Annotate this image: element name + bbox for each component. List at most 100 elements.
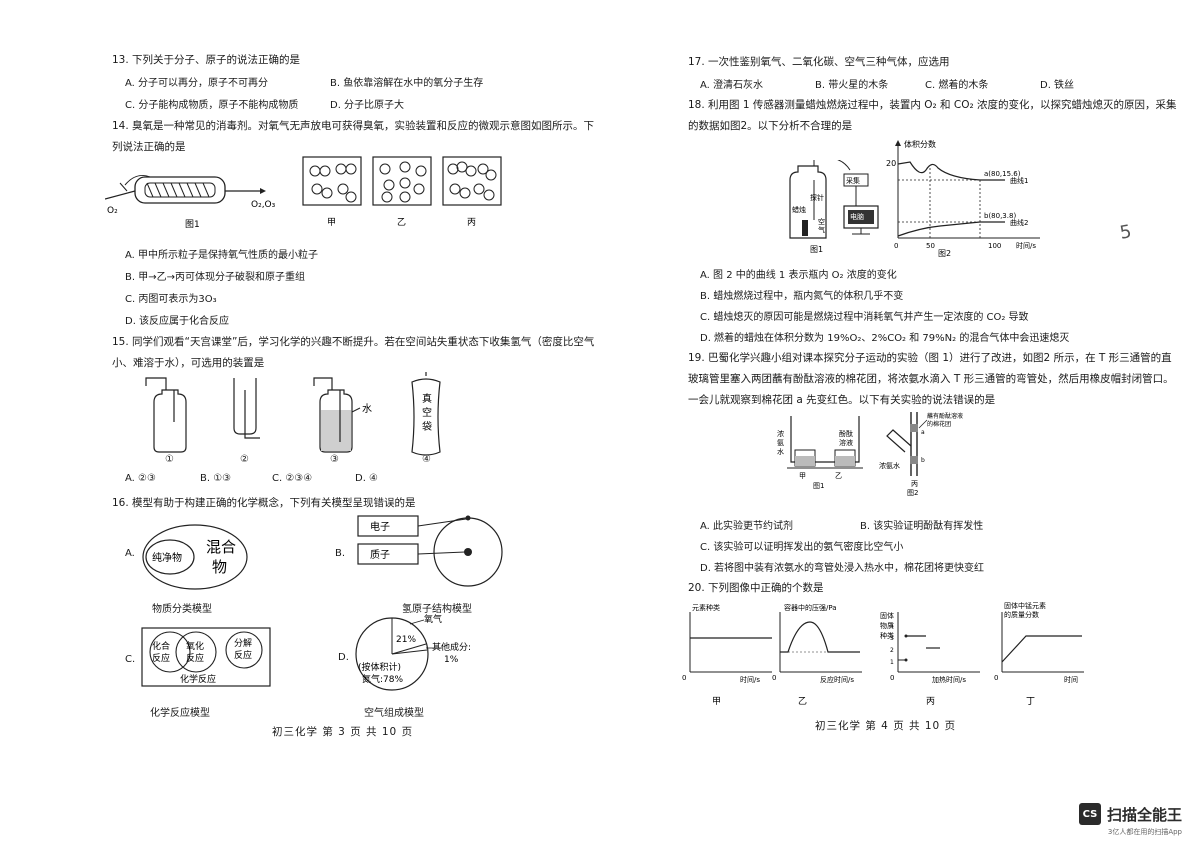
q15-option-c: C. ②③④ xyxy=(272,473,313,484)
right-page-footer: 初三化学 第 4 页 共 10 页 xyxy=(815,720,957,732)
apparatus-4-text-3: 袋 xyxy=(422,420,432,433)
q18-fig2-x50: 50 xyxy=(926,242,935,250)
q19-stem-line1: 19. 巴蜀化学兴趣小组对课本探究分子运动的实验（图 1）进行了改进，如图2 所… xyxy=(688,352,1172,364)
q19-fig-nh3-2: 氨 xyxy=(777,438,784,447)
q19-fig-nh3-full: 浓氨水 xyxy=(879,461,900,470)
q19-fig-nh3-3: 水 xyxy=(777,447,784,456)
q15-stem-line2: 小、难溶于水），可选用的装置是 xyxy=(112,357,265,369)
q16-d-letter: D. xyxy=(338,652,349,663)
svg-text:容器中的压强/Pa: 容器中的压强/Pa xyxy=(784,603,837,612)
q16-d-caption: 空气组成模型 xyxy=(364,708,424,719)
q14-option-c: C. 丙图可表示为3O₃ xyxy=(125,294,217,305)
box-bing-label: 丙 xyxy=(467,217,476,228)
q19-fig-a: a xyxy=(921,429,925,436)
q19-fig-fig2: 图2 xyxy=(907,489,918,496)
box-yi xyxy=(372,156,432,206)
q18-curve-2 xyxy=(897,221,1005,237)
q18-option-c: C. 蜡烛熄灭的原因可能是燃烧过程中消耗氧气并产生一定浓度的 CO₂ 导致 xyxy=(700,312,1029,323)
svg-text:固体中锰元素: 固体中锰元素 xyxy=(1004,601,1046,610)
q17-option-b: B. 带火星的木条 xyxy=(815,80,889,91)
q17-option-a: A. 澄清石灰水 xyxy=(700,80,764,91)
svg-text:1: 1 xyxy=(890,659,894,666)
box-bing xyxy=(442,156,502,206)
q16-a-letter: A. xyxy=(125,548,135,559)
q16-a-outer-1: 混合 xyxy=(206,538,236,556)
q15-label-3: ③ xyxy=(330,454,339,465)
q18-option-d: D. 燃着的蜡烛在体积分数为 19%O₂、2%CO₂ 和 79%N₂ 的混合气体… xyxy=(700,333,1070,344)
q16-d-21: 21% xyxy=(396,635,416,645)
q19-option-c: C. 该实验可以证明挥发出的氨气密度比空气小 xyxy=(700,542,904,553)
q18-curve-1 xyxy=(897,161,1005,181)
box-jia-molecules xyxy=(309,163,357,203)
q20-graphs: 元素种类 时间/s 0 容器中的压强/Pa 反应时间/s 0 固体 物质 种类 xyxy=(682,601,1084,707)
q14-option-b: B. 甲→乙→丙可体现分子破裂和原子重组 xyxy=(125,272,305,283)
q15-label-4: ④ xyxy=(422,454,431,465)
q18-stem-line1: 18. 利用图 1 传感器测量蜡烛燃烧过程中，装置内 O₂ 和 CO₂ 浓度的变… xyxy=(688,99,1177,111)
q15-option-a: A. ②③ xyxy=(125,473,156,484)
q18-stem-line2: 的数据如图2。以下分析不合理的是 xyxy=(688,120,853,132)
apparatus-4 xyxy=(411,372,441,456)
q16-b-diagram: 电子 质子 xyxy=(357,515,503,587)
q16-c-combination-2: 反应 xyxy=(152,652,170,664)
q20-graph-bing: 固体 物质 种类 4 3 2 1 加热时间/s 0 xyxy=(880,611,980,684)
q19-stem-line2: 玻璃管里塞入两团蘸有酚酞溶液的棉花团，将浓氨水滴入 T 形三通管的弯管处，然后用… xyxy=(688,373,1174,385)
apparatus-2 xyxy=(233,378,260,439)
apparatus-4-text-2: 空 xyxy=(422,406,432,419)
q16-a-inner: 纯净物 xyxy=(152,551,182,564)
q18-option-a: A. 图 2 中的曲线 1 表示瓶内 O₂ 浓度的变化 xyxy=(700,270,897,281)
q18-fig2-curve1-label: 曲线1 xyxy=(1010,176,1028,185)
q19-fig-nh3-1: 浓 xyxy=(777,429,784,438)
q15-option-b: B. ①③ xyxy=(200,473,232,484)
svg-text:时间: 时间 xyxy=(1064,675,1078,684)
q20-label-jia: 甲 xyxy=(712,696,721,707)
q18-fig1-air-1: 空 xyxy=(818,217,825,226)
q14-stem-line1: 14. 臭氧是一种常见的消毒剂。对氧气无声放电可获得臭氧，实验装置和反应的微观示… xyxy=(112,120,595,132)
q16-c-box-label: 化学反应 xyxy=(180,673,216,685)
svg-text:物质: 物质 xyxy=(880,621,894,630)
q19-fig-cotton-1: 蘸有酚酞溶液 xyxy=(927,412,963,420)
q18-fig2-x0: 0 xyxy=(894,242,898,250)
q20-label-yi: 乙 xyxy=(798,696,807,707)
q16-b-electron: 电子 xyxy=(370,520,390,533)
q20-label-bing: 丙 xyxy=(926,696,935,707)
q13-option-d: D. 分子比原子大 xyxy=(330,100,405,111)
q14-fig-outlet: O₂,O₃ xyxy=(251,200,276,210)
q13-stem: 13. 下列关于分子、原子的说法正确的是 xyxy=(112,54,301,66)
q18-fig2-point-b: b(80,3.8) xyxy=(984,212,1016,220)
q20-graph-jia: 元素种类 时间/s 0 xyxy=(682,603,772,684)
q14-fig-inlet: O₂ xyxy=(107,206,118,216)
q20-label-ding: 丁 xyxy=(1026,697,1035,707)
q18-figure-2: 体积分数 20 a(80,15.6) b(80,3.8) 曲线1 曲线2 0 5… xyxy=(886,139,1040,258)
q16-stem: 16. 模型有助于构建正确的化学概念，下列有关模型呈现错误的是 xyxy=(112,497,416,509)
svg-text:0: 0 xyxy=(890,674,894,682)
margin-mark: 5 xyxy=(1118,221,1134,244)
apparatus-3-water-label: 水 xyxy=(362,403,372,415)
left-page-footer: 初三化学 第 3 页 共 10 页 xyxy=(272,726,414,738)
q16-d-by-volume: (按体积计) xyxy=(358,661,401,673)
q16-c-decomposition-1: 分解 xyxy=(234,637,252,649)
svg-text:加热时间/s: 加热时间/s xyxy=(932,675,966,684)
q16-b-caption: 氢原子结构模型 xyxy=(402,604,472,615)
q16-a-caption: 物质分类模型 xyxy=(152,604,212,615)
svg-text:固体: 固体 xyxy=(880,611,894,620)
box-yi-atoms xyxy=(379,161,427,203)
q19-option-d: D. 若将图中装有浓氨水的弯管处浸入热水中，棉花团将更快变红 xyxy=(700,563,985,574)
box-jia xyxy=(302,156,362,206)
q16-d-nitrogen: 氮气:78% xyxy=(362,673,403,685)
q18-figure-1: 探针 蜡烛 空 气 采集 电脑 图1 xyxy=(789,160,879,254)
q15-label-2: ② xyxy=(240,454,249,465)
q16-d-other-2: 1% xyxy=(444,655,459,665)
q18-fig2-y20: 20 xyxy=(886,159,896,168)
q16-b-proton: 质子 xyxy=(370,549,390,561)
q16-c-caption: 化学反应模型 xyxy=(150,708,210,719)
q18-fig1-probe: 探针 xyxy=(810,193,824,202)
q18-fig1-collector: 采集 xyxy=(846,176,860,185)
q16-c-diagram: 化合 反应 氧化 反应 分解 反应 化学反应 xyxy=(141,627,271,687)
apparatus-3 xyxy=(313,377,361,453)
svg-text:2: 2 xyxy=(890,647,894,654)
q19-fig-phen-2: 溶液 xyxy=(839,438,853,447)
q14-option-a: A. 甲中所示粒子是保持氧气性质的最小粒子 xyxy=(125,250,319,261)
svg-text:反应时间/s: 反应时间/s xyxy=(820,675,854,684)
box-yi-label: 乙 xyxy=(397,217,406,228)
q15-label-1: ① xyxy=(165,454,174,465)
